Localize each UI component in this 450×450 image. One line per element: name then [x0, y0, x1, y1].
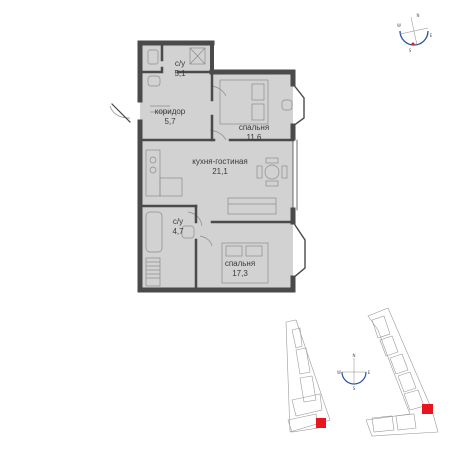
shower-icon — [189, 47, 206, 65]
room-name-kitchen: кухня-гостиная — [192, 157, 248, 166]
site-highlight-right — [422, 404, 433, 414]
compass-top: N W E S — [397, 13, 433, 53]
compass-site: N W E S — [337, 353, 371, 391]
apartment-floor — [140, 43, 293, 290]
compass-site-s: S — [353, 386, 356, 391]
site-plan: N W E S — [285, 307, 439, 437]
room-name-bedroom2: спальня — [225, 259, 255, 268]
compass-top-n: N — [417, 13, 420, 18]
compass-site-w: W — [337, 370, 341, 375]
room-name-bath1: с/у — [175, 59, 185, 68]
sofa-icon — [227, 197, 277, 215]
room-name-bath2: с/у — [173, 217, 183, 226]
site-building-left — [285, 319, 331, 433]
site-highlight-left — [316, 418, 326, 428]
walls-layer — [111, 40, 306, 293]
room-labels: с/у 5,1 коридор 5,7 спальня 11,6 кухня-г… — [155, 59, 269, 278]
room-area-bath1: 5,1 — [174, 69, 186, 78]
compass-site-e: E — [368, 370, 371, 375]
wardrobe-icon — [145, 257, 161, 287]
compass-top-e: E — [430, 33, 433, 38]
room-area-corridor: 5,7 — [164, 117, 176, 126]
toilet-icon — [147, 49, 159, 65]
room-area-kitchen: 21,1 — [212, 167, 228, 176]
room-name-corridor: коридор — [155, 107, 186, 116]
entrance-door-swing — [109, 105, 131, 119]
compass-marker-icon — [411, 42, 415, 46]
room-name-bedroom1: спальня — [239, 123, 269, 132]
compass-top-w: W — [397, 23, 401, 28]
bed-icon — [219, 79, 269, 125]
dining-table-icon — [264, 164, 280, 180]
compass-top-s: S — [409, 48, 412, 53]
compass-site-n: N — [353, 353, 356, 358]
room-area-bedroom1: 11,6 — [247, 133, 263, 142]
bathtub-icon — [145, 211, 163, 253]
site-building-right — [365, 307, 439, 437]
bed-icon-2 — [221, 242, 269, 284]
room-area-bath2: 4,7 — [172, 227, 184, 236]
room-area-bedroom2: 17,3 — [232, 269, 248, 278]
sink-icon-2 — [181, 225, 195, 239]
kitchen-counter-icon — [145, 149, 161, 197]
chair-icon — [281, 99, 293, 111]
furniture-layer — [109, 47, 293, 287]
sink-icon — [147, 75, 161, 87]
